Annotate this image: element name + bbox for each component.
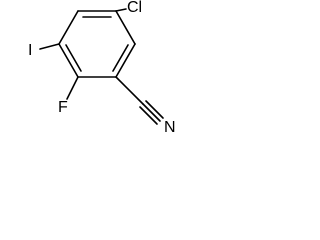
- bond-c2-cl: [115, 8, 127, 12]
- bond-c5-f: [66, 76, 79, 100]
- structure-diagram: Cl I F N: [28, 0, 176, 136]
- bond-c6-i: [39, 43, 60, 50]
- bond-c5-c6: [58, 43, 79, 78]
- double-bond-c5-c6: [65, 44, 82, 72]
- bond-c2-c3: [115, 10, 136, 45]
- bond-c6-c1: [58, 10, 79, 45]
- atom-label-chlorine: Cl: [127, 0, 142, 16]
- triple-bond-line-1: [142, 103, 161, 122]
- bond-c4-cn: [115, 76, 144, 105]
- triple-bond-line-2: [145, 100, 164, 119]
- bond-c3-c4: [115, 43, 136, 78]
- atom-label-fluorine: F: [58, 99, 68, 116]
- double-bond-c3-c4: [112, 44, 129, 72]
- atom-label-nitrogen: N: [164, 119, 176, 136]
- atom-label-iodine: I: [28, 42, 32, 59]
- triple-bond-line-3: [139, 106, 158, 125]
